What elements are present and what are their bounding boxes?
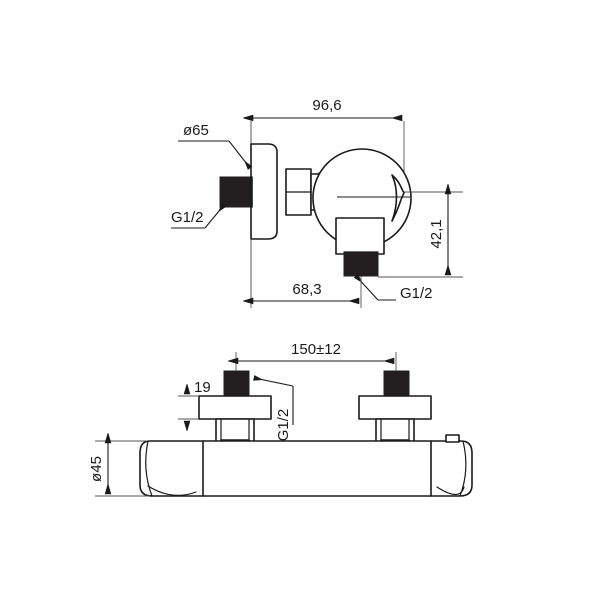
outlet-thread-block	[343, 251, 379, 277]
dimension-escutcheon-thickness: 19	[178, 379, 211, 429]
callout-label-escutcheon-diameter: ø65	[183, 122, 209, 139]
front-view-group: 150±12	[88, 341, 473, 497]
dimension-label-escutcheon-thickness: 19	[194, 379, 211, 396]
dimension-depth-to-outlet: 68,3	[251, 239, 362, 308]
inlet-connector-seam	[250, 176, 253, 208]
inlet-block-right	[383, 370, 410, 397]
inlet-block-left	[223, 370, 250, 397]
dimension-inlet-spacing: 150±12	[236, 341, 397, 372]
escutcheon-plate-left	[198, 395, 272, 420]
callout-label-inlet-thread-side: G1/2	[171, 209, 204, 226]
callout-inlet-thread-front: G1/2	[254, 378, 294, 442]
dimension-label-inlet-spacing: 150±12	[291, 341, 341, 358]
callout-label-outlet-thread-side: G1/2	[400, 285, 433, 302]
mixer-body-front	[139, 434, 473, 497]
callout-inlet-thread-side: G1/2	[171, 205, 224, 229]
side-view-group: 96,6 ø65	[171, 97, 463, 308]
dimension-label-height-to-outlet: 42,1	[428, 219, 445, 248]
escutcheon-plate-right	[358, 395, 432, 420]
dimension-label-body-diameter: ø45	[88, 456, 105, 482]
callout-escutcheon-diameter: ø65	[178, 122, 250, 168]
callout-outlet-thread-side: G1/2	[356, 276, 433, 302]
outlet-body-side	[335, 217, 385, 255]
mixer-body-outline	[139, 440, 473, 497]
dimension-label-overall-depth: 96,6	[312, 97, 341, 114]
temperature-stop-tab	[445, 434, 460, 443]
escutcheon-plate	[250, 143, 278, 240]
dimension-body-diameter: ø45	[88, 441, 150, 497]
dimension-height-to-outlet: 42,1	[378, 192, 463, 278]
body-right-cap-arc	[436, 486, 465, 496]
dimension-overall-depth: 96,6	[251, 97, 405, 178]
body-left-cap-arc	[147, 485, 197, 496]
inlet-connector-left	[219, 176, 252, 208]
dimension-label-depth-to-outlet: 68,3	[292, 281, 321, 298]
callout-label-inlet-thread-front: G1/2	[275, 409, 292, 442]
body-left-cap-edge	[145, 440, 153, 497]
